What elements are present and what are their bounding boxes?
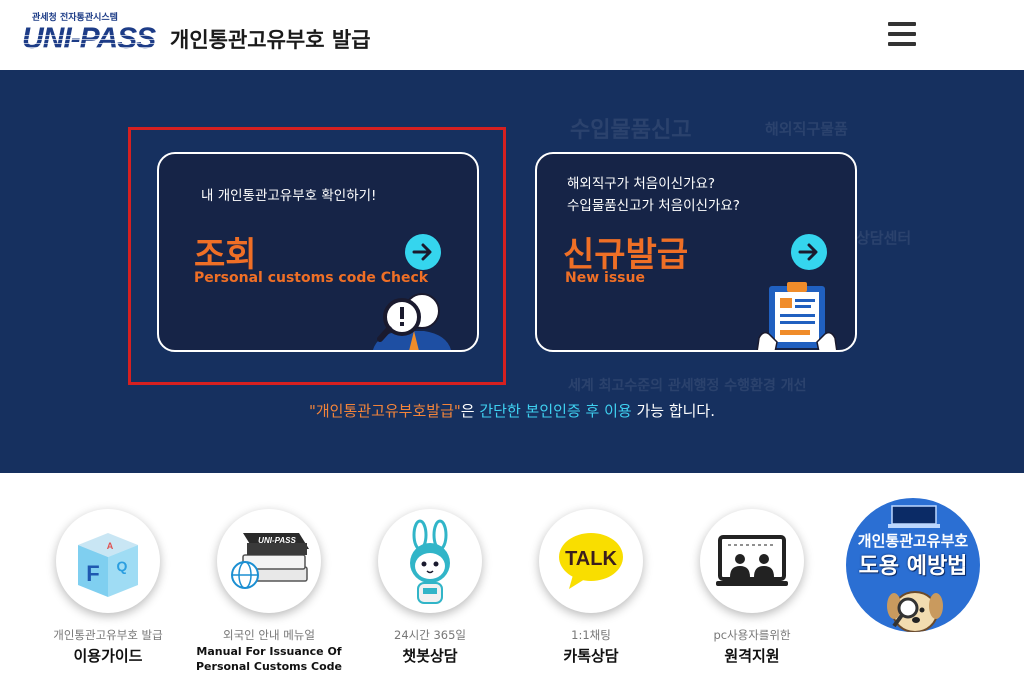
issue-title: 신규발급: [563, 235, 689, 275]
selection-highlight: [128, 127, 506, 385]
logo-wordmark: UNI-PASS: [22, 22, 156, 55]
prevention-banner[interactable]: 개인통관고유부호 도용 예방법: [846, 498, 980, 632]
service-kakao[interactable]: TALK 1:1채팅 카톡상담: [506, 509, 676, 666]
services-section: F Q A 개인통관고유부호 발급 이용가이드 UNI-PASS 외국인 안내 …: [0, 473, 1024, 688]
logo-subtitle: 관세청 전자통관시스템: [32, 13, 118, 23]
svg-text:TALK: TALK: [565, 548, 617, 570]
arrow-right-icon[interactable]: [405, 234, 441, 270]
page-title: 개인통관고유부호 발급: [170, 28, 371, 52]
service-kakao-sub: 1:1채팅: [571, 628, 611, 642]
bg-text: 세계 최고수준의 관세행정 수행환경 개선: [568, 378, 807, 394]
service-remote-sub: pc사용자를위한: [713, 628, 791, 642]
service-manual[interactable]: UNI-PASS 외국인 안내 메뉴얼 Manual For Issuance …: [184, 509, 354, 673]
service-manual-sub: 외국인 안내 메뉴얼: [223, 628, 315, 642]
service-remote-label: 원격지원: [724, 647, 780, 665]
hamburger-menu-icon[interactable]: [888, 22, 918, 50]
lookup-subtitle: Personal customs code Check: [194, 270, 429, 286]
service-guide[interactable]: F Q A 개인통관고유부호 발급 이용가이드: [23, 509, 193, 666]
service-manual-label-1: Manual For Issuance Of: [196, 645, 342, 658]
unipass-logo[interactable]: 관세청 전자통관시스템 UNI-PASS: [22, 8, 162, 62]
notice-particle: 은: [460, 402, 480, 420]
bg-text: 수입물품신고: [570, 118, 692, 143]
notice-service-name: "개인통관고유부호발급": [308, 402, 461, 420]
lookup-desc: 내 개인통관고유부호 확인하기!: [201, 188, 377, 204]
issue-desc-1: 해외직구가 처음이신가요?: [567, 176, 716, 192]
chatbot-rabbit-icon: [378, 509, 482, 613]
header: 관세청 전자통관시스템 UNI-PASS 개인통관고유부호 발급: [0, 0, 1024, 70]
notice-auth: 간단한 본인인증 후 이용: [479, 402, 632, 420]
issue-subtitle: New issue: [565, 270, 645, 286]
arrow-right-icon[interactable]: [791, 234, 827, 270]
service-kakao-label: 카톡상담: [563, 647, 619, 665]
clipboard-document-icon: [756, 282, 838, 350]
service-chatbot[interactable]: 24시간 365일 챗봇상담: [345, 509, 515, 666]
new-issue-card[interactable]: 해외직구가 처음이신가요? 수입물품신고가 처음이신가요? 신규발급 New i…: [535, 152, 857, 352]
lookup-card[interactable]: 내 개인통관고유부호 확인하기! 조회 Personal customs cod…: [157, 152, 479, 352]
remote-support-icon: [700, 509, 804, 613]
faq-cube-icon: F Q A: [56, 509, 160, 613]
service-chatbot-sub: 24시간 365일: [394, 628, 466, 642]
service-chatbot-label: 챗봇상담: [402, 647, 458, 665]
svg-text:A: A: [107, 541, 114, 551]
bg-text: 해외직구물품: [765, 120, 848, 138]
detective-dog-icon: [887, 591, 943, 632]
bg-text: 상담센터: [856, 229, 912, 247]
prevention-line1: 개인통관고유부호: [857, 532, 969, 550]
talk-bubble-icon: TALK: [539, 509, 643, 613]
lookup-title: 조회: [194, 235, 257, 275]
laptop-icon: [888, 505, 940, 528]
magnifier-person-icon: [372, 293, 452, 350]
service-remote[interactable]: pc사용자를위한 원격지원: [667, 509, 837, 666]
service-guide-label: 이용가이드: [73, 647, 143, 665]
hero-banner: 수입물품신고 해외직구물품 상담센터 세계 최고수준의 관세행정 수행환경 개선…: [0, 70, 1024, 473]
svg-text:UNI-PASS: UNI-PASS: [258, 536, 296, 545]
svg-text:Q: Q: [117, 558, 128, 574]
svg-text:F: F: [86, 561, 99, 586]
service-guide-sub: 개인통관고유부호 발급: [53, 628, 163, 642]
service-manual-label-2: Personal Customs Code: [196, 660, 342, 673]
issue-desc-2: 수입물품신고가 처음이신가요?: [567, 198, 740, 214]
manual-books-globe-icon: UNI-PASS: [217, 509, 321, 613]
prevention-line2: 도용 예방법: [858, 554, 968, 579]
notice-text: "개인통관고유부호발급"은 간단한 본인인증 후 이용 가능 합니다.: [0, 400, 1024, 421]
notice-suffix: 가능 합니다.: [631, 402, 715, 420]
